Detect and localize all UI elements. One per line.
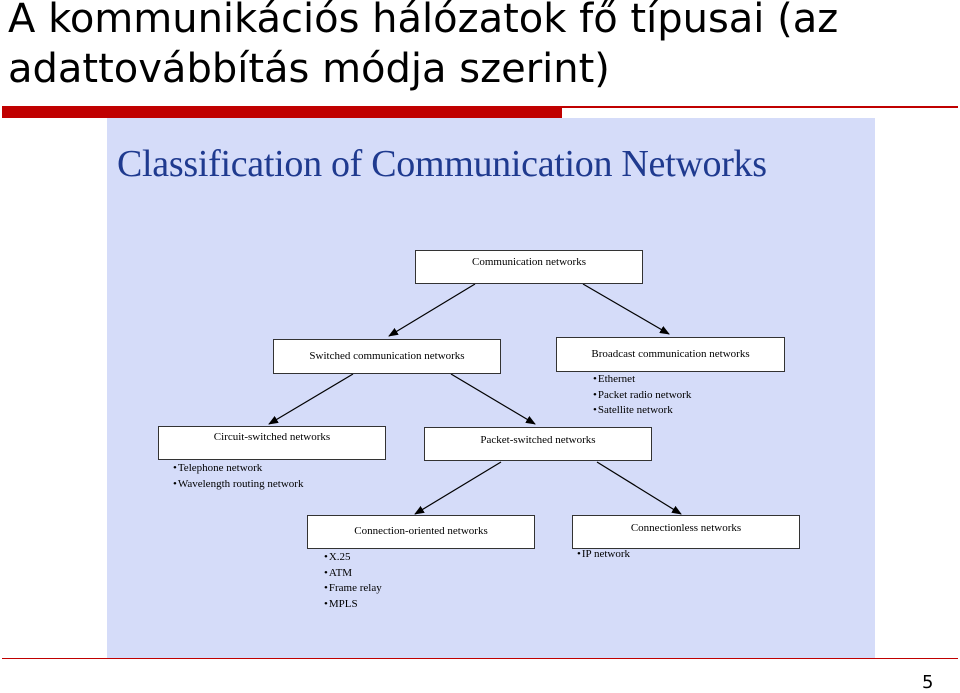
example-item: X.25 — [324, 550, 382, 566]
node-circuit-switched-networks: Circuit-switched networks — [158, 426, 386, 460]
title-underline-bar — [2, 106, 562, 118]
example-item: Wavelength routing network — [173, 477, 304, 493]
arrow-switched-to-circuit — [268, 373, 354, 425]
diagram-title: Classification of Communication Networks — [117, 143, 767, 185]
page-number: 5 — [922, 672, 934, 693]
arrow-packet-to-connection-oriented — [414, 461, 502, 515]
diagram-panel: Classification of Communication Networks… — [107, 118, 875, 658]
connectionless-examples: IP network — [577, 547, 630, 563]
circuit-examples: Telephone network Wavelength routing net… — [173, 461, 304, 493]
footer-divider — [2, 658, 958, 659]
example-item: MPLS — [324, 597, 382, 613]
node-communication-networks: Communication networks — [415, 250, 643, 284]
arrow-switched-to-packet — [450, 373, 536, 425]
node-broadcast-communication-networks: Broadcast communication networks — [556, 337, 785, 372]
example-item: Packet radio network — [593, 388, 691, 404]
node-connectionless-networks: Connectionless networks — [572, 515, 800, 549]
example-item: Frame relay — [324, 581, 382, 597]
connection-oriented-examples: X.25 ATM Frame relay MPLS — [324, 550, 382, 612]
node-packet-switched-networks: Packet-switched networks — [424, 427, 652, 461]
title-underline-line — [562, 106, 958, 108]
arrow-packet-to-connectionless — [596, 461, 682, 515]
arrow-root-to-broadcast — [582, 283, 670, 335]
arrow-root-to-switched — [388, 283, 476, 337]
node-connection-oriented-networks: Connection-oriented networks — [307, 515, 535, 549]
slide-title: A kommunikációs hálózatok fő típusai (az… — [8, 0, 839, 92]
example-item: Telephone network — [173, 461, 303, 477]
broadcast-examples: Ethernet Packet radio network Satellite … — [593, 372, 691, 419]
example-item: Ethernet — [593, 372, 691, 388]
example-item: ATM — [324, 566, 382, 582]
diagram-connectors — [268, 283, 682, 515]
example-item: IP network — [577, 547, 630, 563]
node-switched-communication-networks: Switched communication networks — [273, 339, 501, 374]
example-item: Satellite network — [593, 403, 691, 419]
